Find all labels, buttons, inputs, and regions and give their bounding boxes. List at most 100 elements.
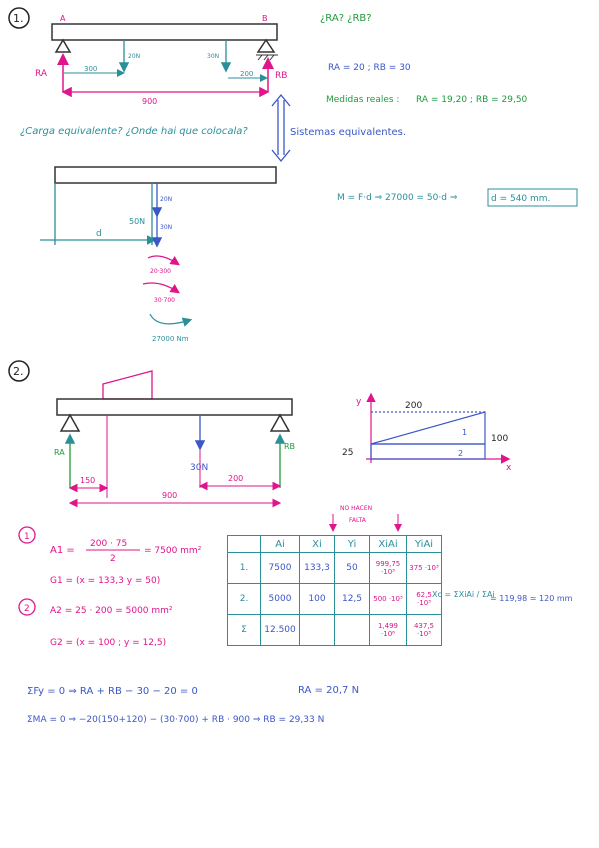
moment-2-label: 30·700: [154, 297, 175, 304]
table-header-cell: Ai: [260, 535, 300, 553]
table-cell: 2.: [227, 583, 261, 615]
problem1-number-circle: [8, 7, 30, 29]
problem2-number: 2.: [13, 365, 24, 378]
dim-200-label: 200: [240, 70, 253, 78]
rb-label: RB: [275, 71, 287, 81]
eq-d-label: d: [96, 229, 102, 239]
shape-200-label: 200: [405, 401, 422, 411]
force-30n-label: 30N: [190, 463, 208, 473]
load-30n-label: 30N: [207, 53, 219, 60]
table-cell: 62,5 ·10³: [406, 583, 442, 615]
table-header-cell: Xi: [299, 535, 335, 553]
table-header-cell: Yi: [334, 535, 370, 553]
table-cell: 1.: [227, 552, 261, 584]
circle-1: [18, 526, 36, 544]
shape-rect: [370, 443, 486, 460]
measured-label: Medidas reales :: [326, 95, 399, 105]
table-cell: [299, 614, 335, 646]
ra2-label: RA: [54, 448, 65, 457]
moment-result: d = 540 mm.: [491, 194, 550, 204]
moment-result-box: [487, 188, 578, 207]
support-b-hatch: [256, 54, 278, 61]
equiv-systems-label: Sistemas equivalentes.: [290, 127, 406, 138]
table-header-cell: XiAi: [369, 535, 407, 553]
table-cell: 437,5 ·10³: [406, 614, 442, 646]
g2-formula: G2 = (x = 100 ; y = 12,5): [50, 638, 166, 648]
ra-label: RA: [35, 69, 48, 79]
moment-1-label: 20·300: [150, 268, 171, 275]
problem1-number: 1.: [13, 12, 24, 25]
table-cell: 500 ·10³: [369, 583, 407, 615]
sum-fy-equation: ΣFy = 0 ⇒ RA + RB − 30 − 20 = 0: [27, 686, 198, 697]
no-hacen-label: NO HACEN: [340, 505, 372, 512]
point-a-label: A: [60, 14, 66, 23]
moment-total-label: 27000 Nm: [152, 335, 189, 343]
eq-20n-label: 20N: [160, 196, 172, 203]
moment-formula: M = F·d ⇒ 27000 = 50·d ⇒: [337, 193, 458, 203]
axis-y-label: y: [356, 397, 362, 407]
load-20n-label: 20N: [128, 53, 140, 60]
question-reactions: ¿RA? ¿RB?: [320, 13, 372, 24]
table-cell: [334, 614, 370, 646]
point-b-label: B: [262, 14, 268, 23]
table-cell: 375 ·10³: [406, 552, 442, 584]
beam-1: [51, 23, 278, 41]
equivalence-double-arrow: [271, 93, 291, 163]
a1-fraction-top: 200 · 75: [90, 539, 127, 549]
circle-2-label: 2: [24, 604, 30, 614]
xc-formula: Xc = ΣXiAi / ΣAi: [432, 590, 495, 599]
table-header-cell: YiAi: [406, 535, 442, 553]
beam-equivalent: [54, 166, 277, 184]
eq-30n-label: 30N: [160, 224, 172, 231]
dim-300-label: 300: [84, 65, 97, 73]
reactions-values: RA = 20 ; RB = 30: [328, 63, 411, 73]
beam-2: [56, 398, 293, 416]
dim2-900-label: 900: [162, 491, 177, 500]
dim2-200-label: 200: [228, 474, 243, 483]
a1-fraction-bottom: 2: [110, 554, 116, 564]
axis-x-label: x: [506, 463, 512, 473]
problem2-number-circle: [8, 360, 30, 382]
circle-2: [18, 598, 36, 616]
table-cell: 50: [334, 552, 370, 584]
shape-100-label: 100: [491, 434, 508, 444]
table-cell: 12.500: [260, 614, 300, 646]
shape-triangle: [370, 411, 486, 445]
support-2a: [59, 413, 81, 432]
dim-900-label: 900: [142, 97, 157, 106]
a1-result: = 7500 mm²: [144, 546, 202, 556]
table-cell: Σ: [227, 614, 261, 646]
load-shape: [102, 370, 153, 400]
shape-2-label: 2: [458, 449, 463, 458]
table-cell: 133,3: [299, 552, 335, 584]
ra-result: RA = 20,7 N: [298, 685, 359, 696]
question-load: ¿Carga equivalente? ¿Onde hai que coloca…: [20, 126, 248, 137]
table-header-cell: [227, 535, 261, 553]
a2-formula: A2 = 25 · 200 = 5000 mm²: [50, 606, 173, 616]
rb2-label: RB: [284, 442, 295, 451]
table-cell: 12,5: [334, 583, 370, 615]
g1-formula: G1 = (x = 133,3 y = 50): [50, 576, 160, 586]
moment-arc-1: [147, 255, 180, 266]
table-cell: 5000: [260, 583, 300, 615]
measured-values: RA = 19,20 ; RB = 29,50: [416, 95, 528, 105]
support-b: [256, 38, 276, 53]
shape-1-label: 1: [462, 428, 467, 437]
falta-label: FALTA: [349, 517, 367, 524]
sum-ma-equation: ΣMA = 0 ⇒ −20(150+120) − (30·700) + RB ·…: [27, 715, 324, 725]
table-cell: 100: [299, 583, 335, 615]
dim2-150-label: 150: [80, 476, 95, 485]
eq-50n-label: 50N: [129, 217, 145, 226]
xc-result: = 119,98 ≃ 120 mm: [490, 594, 573, 603]
shape-25-label: 25: [342, 448, 353, 458]
support-2b: [269, 413, 291, 432]
circle-1-label: 1: [24, 532, 30, 542]
table-cell: 7500: [260, 552, 300, 584]
a1-label: A1 =: [50, 545, 75, 556]
table-cell: 999,75 ·10³: [369, 552, 407, 584]
